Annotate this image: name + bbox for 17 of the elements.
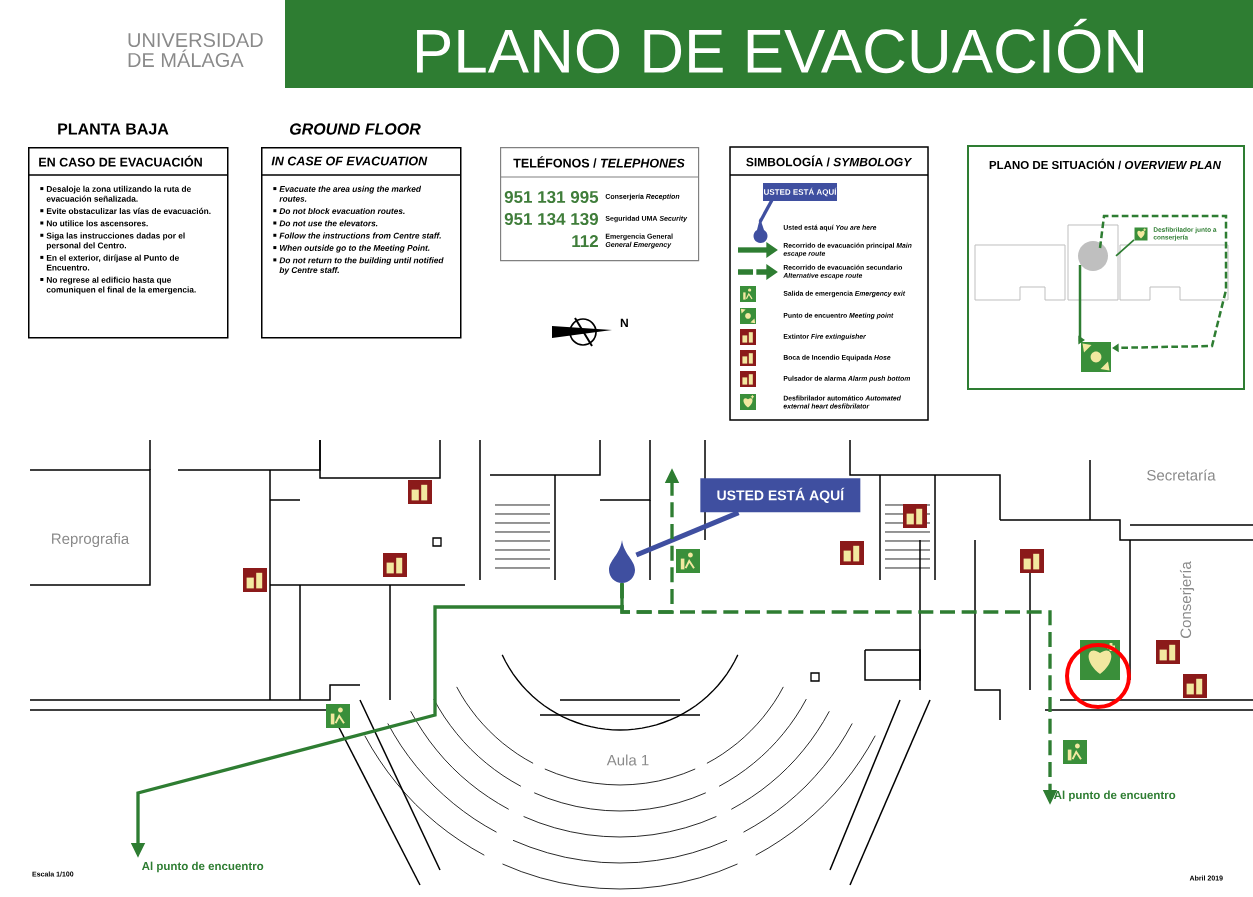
node-label: GROUND FLOOR [290,123,421,135]
university-name: UNIVERSIDAD DE MÁLAGA [128,32,263,68]
node-label: PLANTA BAJA [58,123,169,135]
destination-label: Al punto de encuentro [141,861,264,873]
destination-label: Al punto de encuentro [1053,790,1176,802]
room-label: Conserjería [1179,561,1195,638]
callout-box: USTED ESTÁ AQUÍ [700,478,861,513]
legend-heading: SIMBOLOGÍA / SYMBOLOGY [746,155,913,167]
instruction-box: PLANTA BAJA EN CASO DE EVACUACIÓN Desaloje la zona utilizando la ruta de evacuación señalizada. Evite obstaculizar las vías de evacuación. No utilice los ascensores. Siga las instrucciones dadas por el personal del Centro. En el exterior, diríjase al Punto de Encuentro. No regrese al edificio hasta que comuniquen el final de la emergencia. [27,123,229,339]
title-banner: PLANO DE EVACUACIÓN [285,0,1253,88]
instruction-box: GROUND FLOOR IN CASE OF EVACUATION Evacuate the area using the marked routes. Do not block evacuation routes. Do not use the elevators. Follow the instructions from Centre staff. When outside go to the Meeting Point. Do not return to the building until notified by Centre staff. [260,123,462,339]
room-label: Aula 1 [606,754,649,766]
room-label: Reprografia [52,533,130,547]
location-pin [609,540,635,583]
callout-text: USTED ESTÁ AQUÍ [763,183,837,201]
room-label: Secretaría [1147,469,1216,481]
north-label: N [620,318,628,328]
